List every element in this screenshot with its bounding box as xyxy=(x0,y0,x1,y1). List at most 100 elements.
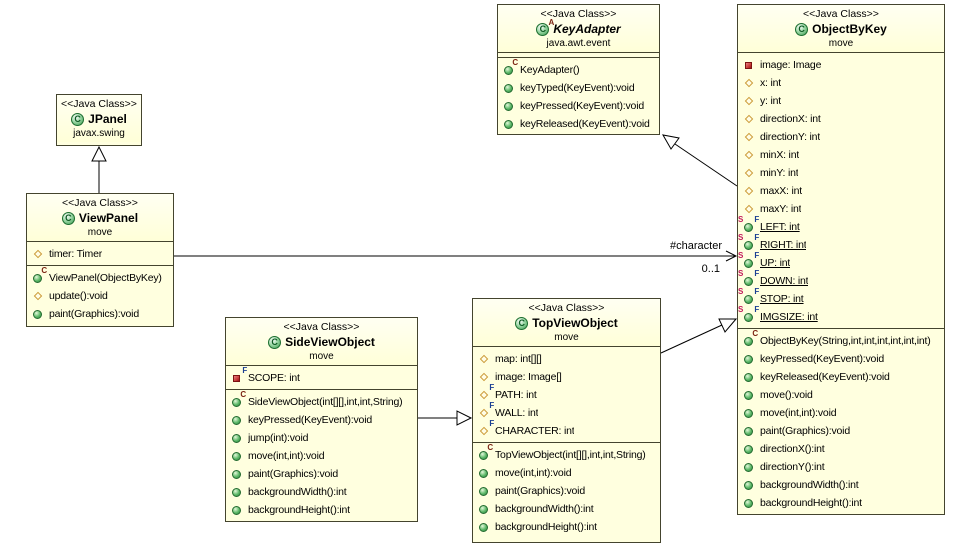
method-public-icon xyxy=(230,486,243,498)
method-public-icon xyxy=(742,389,755,401)
method-member[interactable]: keyPressed(KeyEvent):void xyxy=(742,350,941,368)
method-public-icon xyxy=(230,450,243,462)
member-label: LEFT: int xyxy=(760,221,800,233)
class-name: ObjectByKey xyxy=(812,22,887,36)
field-member[interactable]: image: Image[] xyxy=(477,368,657,386)
field-default-icon xyxy=(742,203,755,215)
class-name: SideViewObject xyxy=(285,335,375,349)
generalization-topviewobject-objectbykey[interactable] xyxy=(660,318,738,354)
method-member[interactable]: backgroundWidth():int xyxy=(742,476,941,494)
method-member[interactable]: keyPressed(KeyEvent):void xyxy=(230,411,414,429)
method-member[interactable]: paint(Graphics):void xyxy=(742,422,941,440)
method-member[interactable]: move(int,int):void xyxy=(230,447,414,465)
method-member[interactable]: keyReleased(KeyEvent):void xyxy=(742,368,941,386)
constructor-icon: C xyxy=(31,267,47,284)
method-member[interactable]: move(int,int):void xyxy=(477,464,657,482)
method-member[interactable]: keyReleased(KeyEvent):void xyxy=(502,115,656,133)
method-member[interactable]: backgroundHeight():int xyxy=(230,501,414,519)
generalization-line[interactable] xyxy=(674,143,738,187)
method-member[interactable]: directionY():int xyxy=(742,458,941,476)
method-public-icon xyxy=(477,485,490,497)
method-public-icon xyxy=(477,503,490,515)
member-label: ObjectByKey(String,int,int,int,int,int,i… xyxy=(760,335,931,347)
method-member[interactable]: backgroundHeight():int xyxy=(477,518,657,536)
member-label: paint(Graphics):void xyxy=(49,308,139,320)
generalization-objectbykey-keyadapter[interactable] xyxy=(662,134,738,187)
method-member[interactable]: move(int,int):void xyxy=(742,404,941,422)
method-public-icon xyxy=(742,407,755,419)
field-member[interactable]: timer: Timer xyxy=(31,245,170,263)
field-member[interactable]: y: int xyxy=(742,92,941,110)
method-public-icon xyxy=(502,118,515,130)
field-member[interactable]: x: int xyxy=(742,74,941,92)
method-member[interactable]: move():void xyxy=(742,386,941,404)
generalization-triangle-icon xyxy=(91,145,107,162)
method-member[interactable]: backgroundWidth():int xyxy=(230,483,414,501)
member-label: keyTyped(KeyEvent):void xyxy=(520,82,635,94)
method-member[interactable]: keyTyped(KeyEvent):void xyxy=(502,79,656,97)
generalization-viewpanel-jpanel[interactable] xyxy=(91,145,107,193)
method-member[interactable]: keyPressed(KeyEvent):void xyxy=(502,97,656,115)
member-label: UP: int xyxy=(760,257,791,269)
method-member[interactable]: paint(Graphics):void xyxy=(31,305,170,323)
field-member[interactable]: directionX: int xyxy=(742,110,941,128)
method-member[interactable]: backgroundWidth():int xyxy=(477,500,657,518)
method-member[interactable]: paint(Graphics):void xyxy=(230,465,414,483)
member-label: SCOPE: int xyxy=(248,372,300,384)
method-member[interactable]: directionX():int xyxy=(742,440,941,458)
generalization-line[interactable] xyxy=(660,324,723,354)
field-private-final-icon: F xyxy=(230,367,247,384)
method-member[interactable]: update():void xyxy=(31,287,170,305)
method-member[interactable]: backgroundHeight():int xyxy=(742,494,941,512)
method-member[interactable]: paint(Graphics):void xyxy=(477,482,657,500)
field-private-icon xyxy=(742,59,755,71)
method-public-icon xyxy=(31,308,44,320)
class-package: move xyxy=(828,38,854,49)
association-viewpanel-objectbykey[interactable]: #character 0..1 xyxy=(174,240,738,275)
member-label: keyPressed(KeyEvent):void xyxy=(248,414,372,426)
member-label: DOWN: int xyxy=(760,275,809,287)
field-member[interactable]: map: int[][] xyxy=(477,350,657,368)
generalization-sideviewobject-topviewobject[interactable] xyxy=(418,410,473,426)
field-member[interactable]: directionY: int xyxy=(742,128,941,146)
field-member[interactable]: maxY: int xyxy=(742,200,941,218)
field-member[interactable]: minY: int xyxy=(742,164,941,182)
field-member[interactable]: maxX: int xyxy=(742,182,941,200)
field-member[interactable]: minX: int xyxy=(742,146,941,164)
field-member[interactable]: image: Image xyxy=(742,56,941,74)
method-member[interactable]: jump(int):void xyxy=(230,429,414,447)
